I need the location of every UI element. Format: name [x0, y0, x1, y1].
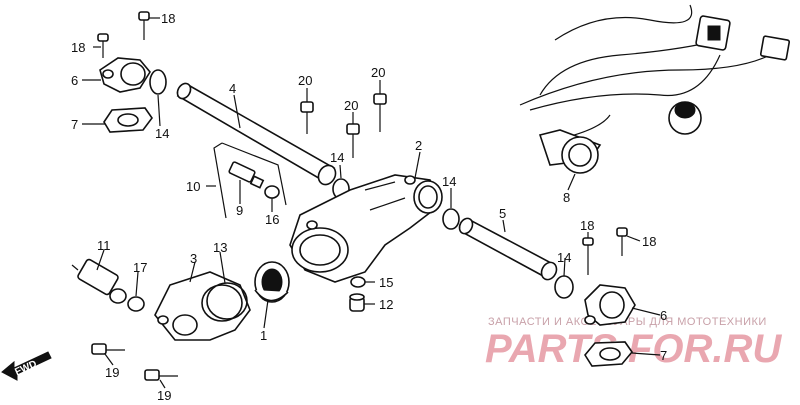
thermo-switch-11 [71, 258, 127, 304]
callout-6-lower: 6 [660, 308, 667, 323]
callout-19-left: 19 [105, 365, 119, 380]
callout-20-b: 20 [344, 98, 358, 113]
o-ring-13 [206, 282, 248, 320]
callout-8: 8 [563, 190, 570, 205]
callout-20-a: 20 [298, 73, 312, 88]
callout-18-right-b: 18 [642, 234, 656, 249]
callout-14-center: 14 [330, 150, 344, 165]
callout-18-top: 18 [161, 11, 175, 26]
callout-7-upper: 7 [71, 117, 78, 132]
callout-10: 10 [186, 179, 200, 194]
sensor-9 [228, 161, 256, 183]
thermostat-cover-3 [154, 271, 251, 341]
bolt-18-right-a [582, 237, 594, 275]
leader-lines [82, 17, 661, 389]
callout-14-right: 14 [442, 174, 456, 189]
callout-16: 16 [265, 212, 279, 227]
callout-14-upper-left: 14 [155, 126, 169, 141]
elbow-joint-6-upper [99, 57, 151, 93]
sensor-group-10 [213, 142, 287, 219]
callout-12: 12 [379, 297, 393, 312]
o-ring-right [442, 208, 460, 230]
callout-14-lower-right: 14 [557, 250, 571, 265]
callout-19-bottom: 19 [157, 388, 171, 403]
elbow-joint-6-lower [584, 284, 636, 326]
callout-3: 3 [190, 251, 197, 266]
callout-18-left: 18 [71, 40, 85, 55]
callout-5: 5 [499, 206, 506, 221]
washer-17 [127, 296, 145, 312]
bolt-19-bottom [144, 369, 178, 381]
watermark-brand: PARTS FOR.RU [485, 327, 782, 371]
callout-13: 13 [213, 240, 227, 255]
water-pipe-5 [458, 217, 558, 281]
o-ring-upper-left [149, 69, 167, 95]
bolt-19-left [91, 343, 125, 355]
wiring-harness-8 [519, 4, 791, 174]
callout-20-c: 20 [371, 65, 385, 80]
callout-17: 17 [133, 260, 147, 275]
fwd-label: FWD [13, 359, 38, 378]
callout-6-upper: 6 [71, 73, 78, 88]
callout-7-lower: 7 [660, 348, 667, 363]
water-pipe-4 [176, 82, 337, 186]
bolt-18-right-b [616, 227, 628, 256]
callout-2: 2 [415, 138, 422, 153]
callout-11: 11 [97, 238, 111, 253]
callout-9: 9 [236, 203, 243, 218]
bolt-18-left [97, 33, 109, 58]
thermostat-1 [254, 261, 290, 303]
fwd-direction-marker: FWD [1, 351, 52, 381]
watermark: ЗАПЧАСТИ И АКСЕССУАРЫ ДЛЯ МОТОТЕХНИКИ PA… [485, 316, 782, 371]
o-ring-lower-right [554, 275, 574, 299]
gasket-7-lower [584, 341, 634, 367]
callout-numbers: 18 18 6 7 14 4 20 20 20 14 2 14 10 9 16 … [71, 11, 667, 403]
o-ring-15 [350, 276, 366, 288]
bolt-20-c [373, 93, 387, 132]
bolt-20-a [300, 101, 314, 134]
washer-16 [264, 185, 280, 199]
watermark-caption: ЗАПЧАСТИ И АКСЕССУАРЫ ДЛЯ МОТОТЕХНИКИ [488, 316, 767, 328]
bolt-18-top [138, 11, 150, 40]
collar-12 [349, 293, 365, 312]
callout-1: 1 [260, 328, 267, 343]
callout-18-right-a: 18 [580, 218, 594, 233]
bolt-20-b [346, 123, 360, 158]
callout-15: 15 [379, 275, 393, 290]
callout-4: 4 [229, 81, 236, 96]
thermostat-housing-2 [289, 174, 443, 283]
gasket-7-upper [103, 107, 153, 133]
